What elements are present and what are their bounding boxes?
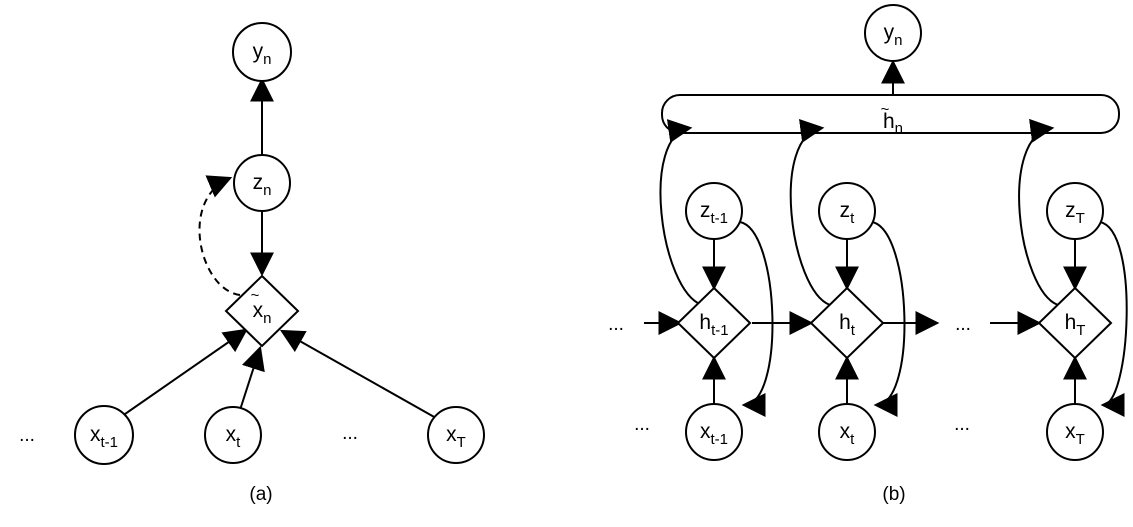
node-y-n-b: yn: [864, 4, 922, 62]
edge-xt-to-xtilde: [239, 345, 265, 411]
node-z-n: zn: [233, 154, 291, 212]
edge-zT-to-xT: [1099, 221, 1128, 417]
node-x-t-minus-1-b: xt-1: [685, 403, 743, 461]
node-h-tilde-n: [661, 94, 1120, 134]
svg-text:xn: xn: [253, 299, 272, 327]
node-h-t-minus-1: ht-1: [676, 286, 752, 360]
node-h-T: hT: [1037, 286, 1113, 360]
ellipsis-bottom-left: ...: [634, 414, 650, 435]
edge-xprev-to-xtilde: [124, 328, 248, 415]
node-y-n: yn: [232, 22, 292, 82]
svg-text:xt: xt: [226, 423, 242, 451]
node-z-t-minus-1: zt-1: [685, 182, 743, 240]
h-tilde-accent: ~: [881, 101, 890, 118]
node-h-t: ht: [809, 286, 885, 360]
edge-hT-to-htilde: [1018, 118, 1059, 306]
edge-hprev-to-htilde: [659, 119, 703, 306]
edge-zprev-to-xprev: [739, 221, 774, 417]
svg-text:xt: xt: [840, 420, 856, 448]
edge-zt-to-xt: [871, 221, 906, 417]
node-x-t-b: xt: [818, 403, 876, 461]
edge-dashed-feedback: [198, 175, 241, 296]
svg-text:zT: zT: [1065, 199, 1085, 227]
svg-text:xT: xT: [446, 423, 466, 451]
svg-text:ht: ht: [839, 311, 856, 339]
panel-b: ~ hn yn zt-1: [608, 4, 1128, 505]
svg-text:xt-1: xt-1: [90, 423, 118, 451]
node-x-t-minus-1: xt-1: [74, 405, 134, 465]
ellipsis-top-left: ...: [608, 314, 624, 335]
svg-text:yn: yn: [884, 21, 903, 49]
svg-text:xT: xT: [1065, 420, 1085, 448]
ellipsis-left: ...: [19, 425, 35, 446]
ellipsis-top-mid: ...: [955, 314, 971, 335]
caption-a: (a): [249, 484, 272, 505]
svg-text:zt: zt: [840, 199, 856, 227]
svg-text:xt-1: xt-1: [700, 420, 728, 448]
caption-b: (b): [882, 484, 905, 505]
ellipsis-mid: ...: [342, 423, 358, 444]
edge-xT-to-xtilde: [279, 329, 437, 419]
node-x-T-b: xT: [1046, 403, 1104, 461]
svg-text:zt-1: zt-1: [700, 199, 728, 227]
h-tilde-label: hn: [883, 110, 903, 137]
node-x-tilde-n: ~ xn: [224, 274, 300, 348]
node-x-t: xt: [204, 406, 262, 464]
svg-text:~: ~: [251, 287, 260, 304]
panel-a: yn zn ~ xn xt-1 xt xT ... ... (a): [19, 22, 485, 505]
node-x-T: xT: [427, 406, 485, 464]
edge-ht-to-htilde: [789, 119, 831, 306]
svg-text:zn: zn: [253, 171, 272, 199]
svg-text:hT: hT: [1065, 311, 1086, 339]
svg-text:ht-1: ht-1: [699, 311, 728, 339]
node-z-t: zt: [818, 182, 876, 240]
svg-text:yn: yn: [253, 40, 272, 68]
ellipsis-bottom-mid: ...: [954, 414, 970, 435]
node-z-T: zT: [1046, 182, 1104, 240]
